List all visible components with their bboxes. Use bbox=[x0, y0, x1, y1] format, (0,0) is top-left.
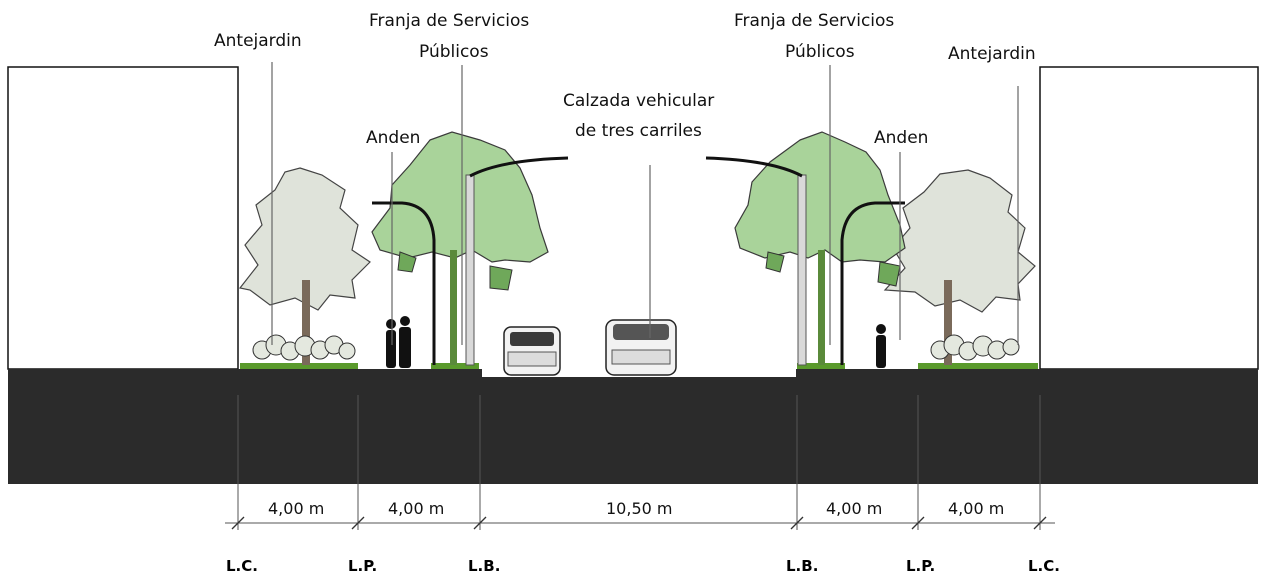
label-franja-right-line1: Franja de Servicios bbox=[734, 11, 895, 31]
car-left bbox=[503, 326, 561, 376]
label-franja-left-line2: Públicos bbox=[419, 42, 489, 62]
tree-grey-right bbox=[883, 169, 1036, 365]
dimension-antejardin-right: 4,00 m bbox=[948, 499, 1005, 518]
building-right bbox=[1039, 66, 1259, 370]
streetlamp-right-small bbox=[840, 201, 905, 365]
dimension-line bbox=[225, 395, 1055, 530]
pedestrian-right bbox=[876, 324, 886, 368]
label-calzada-line1: Calzada vehicular bbox=[563, 91, 715, 111]
grass-franja-left bbox=[431, 363, 479, 369]
streetlamp-right-tall bbox=[705, 156, 807, 366]
label-franja-left-line1: Franja de Servicios bbox=[369, 11, 530, 31]
label-antejardin-right: Antejardin bbox=[948, 44, 1036, 64]
tree-green-right bbox=[734, 131, 906, 365]
dimension-antejardin-left: 4,00 m bbox=[268, 499, 325, 518]
label-anden-right: Anden bbox=[874, 128, 929, 148]
label-calzada-line2: de tres carriles bbox=[575, 121, 702, 141]
dimension-anden-left: 4,00 m bbox=[388, 499, 445, 518]
dimension-calzada: 10,50 m bbox=[606, 499, 673, 518]
dimension-ticks bbox=[231, 516, 1047, 530]
grass-antejardin-right bbox=[918, 363, 1038, 369]
dimension-anden-right: 4,00 m bbox=[826, 499, 883, 518]
grass-franja-right bbox=[797, 363, 845, 369]
ground-section bbox=[8, 369, 1258, 484]
streetlamp-left-tall bbox=[465, 156, 569, 366]
line-code-lb-left: L.B. bbox=[468, 557, 501, 575]
line-code-lb-right: L.B. bbox=[786, 557, 819, 575]
label-anden-left: Anden bbox=[366, 128, 421, 148]
shrubs-left bbox=[252, 334, 356, 361]
tree-grey-left bbox=[238, 167, 371, 365]
shrubs-right bbox=[930, 334, 1020, 361]
label-franja-right-line2: Públicos bbox=[785, 42, 855, 62]
grass-antejardin-left bbox=[240, 363, 358, 369]
building-left bbox=[7, 66, 239, 370]
line-code-lc-right: L.C. bbox=[1028, 557, 1060, 575]
line-code-lp-right: L.P. bbox=[906, 557, 936, 575]
pedestrians-left bbox=[386, 316, 411, 368]
line-code-lc-left: L.C. bbox=[226, 557, 258, 575]
label-antejardin-left: Antejardin bbox=[214, 31, 302, 51]
streetlamp-left-small bbox=[372, 201, 436, 365]
leader-lines bbox=[271, 62, 1019, 345]
line-code-lp-left: L.P. bbox=[348, 557, 378, 575]
car-right bbox=[605, 319, 677, 376]
